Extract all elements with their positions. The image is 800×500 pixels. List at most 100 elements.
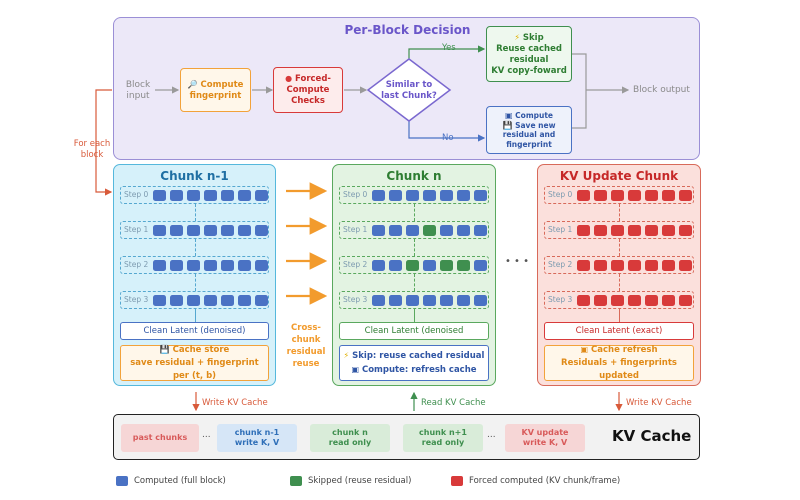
- block-square: [170, 225, 183, 236]
- block-square: [457, 190, 470, 201]
- save-icon: 💾: [502, 120, 513, 130]
- block-square: [389, 190, 402, 201]
- block-square: [628, 295, 641, 306]
- block-square: [238, 295, 251, 306]
- skip-compute-box: ⚡ Skip: reuse cached residual ▣ Compute:…: [339, 345, 489, 381]
- latent-connector: [619, 309, 620, 322]
- block-square: [440, 295, 453, 306]
- step-connector: [414, 274, 415, 291]
- block-square: [662, 190, 675, 201]
- block-square: [423, 295, 436, 306]
- clean-latent: Clean Latent (exact): [544, 322, 694, 340]
- block-square: [679, 295, 692, 306]
- block-square: [406, 190, 419, 201]
- block-square: [594, 190, 607, 201]
- step-label: Step 1: [548, 225, 573, 234]
- block-square: [423, 225, 436, 236]
- compute-icon: ▣: [351, 365, 359, 374]
- block-square: [645, 190, 658, 201]
- block-square: [662, 225, 675, 236]
- step-row: Step 1: [339, 221, 489, 239]
- legend-computed-swatch: [116, 476, 128, 486]
- step-label: Step 2: [124, 260, 149, 269]
- step-connector: [194, 274, 196, 291]
- block-square: [457, 260, 470, 271]
- step-row: Step 3: [120, 291, 269, 309]
- block-square: [577, 260, 590, 271]
- legend-skipped-swatch: [290, 476, 302, 486]
- block-square: [372, 295, 385, 306]
- block-square: [255, 225, 268, 236]
- step-label: Step 1: [124, 225, 149, 234]
- block-square: [406, 225, 419, 236]
- block-square: [389, 225, 402, 236]
- block-square: [406, 260, 419, 271]
- kv-dots: ...: [487, 430, 496, 440]
- block-square: [389, 260, 402, 271]
- block-square: [255, 295, 268, 306]
- block-square: [628, 260, 641, 271]
- block-square: [170, 190, 183, 201]
- chunk-n-panel: Chunk n Clean Latent (denoised ⚡ Skip: r…: [332, 164, 496, 386]
- block-square: [153, 190, 166, 201]
- block-square: [679, 225, 692, 236]
- kv-past-chunks: past chunks: [121, 424, 199, 452]
- step-connector: [414, 239, 415, 256]
- kv-cache-title: KV Cache: [612, 427, 692, 445]
- block-square: [204, 295, 217, 306]
- read-kv-cache-label: Read KV Cache: [421, 398, 486, 408]
- step-label: Step 0: [548, 190, 573, 199]
- step-row: Step 1: [120, 221, 269, 239]
- block-square: [221, 295, 234, 306]
- write-kv-cache-right-label: Write KV Cache: [626, 398, 692, 408]
- block-square: [204, 190, 217, 201]
- step-label: Step 1: [343, 225, 368, 234]
- legend-skipped-label: Skipped (reuse residual): [308, 476, 412, 486]
- block-square: [221, 190, 234, 201]
- cache-refresh-box: ▣ Cache refresh Residuals + fingerprints…: [544, 345, 694, 381]
- block-square: [679, 260, 692, 271]
- similar-decision-diamond: [366, 58, 452, 122]
- block-square: [628, 190, 641, 201]
- step-label: Step 2: [548, 260, 573, 269]
- red-dot-icon: ●: [285, 74, 293, 83]
- block-square: [238, 225, 251, 236]
- block-square: [221, 225, 234, 236]
- cache-store-box: 💾 Cache store save residual + fingerprin…: [120, 345, 269, 381]
- block-square: [204, 260, 217, 271]
- block-square: [238, 190, 251, 201]
- refresh-icon: ▣: [580, 345, 589, 354]
- block-square: [577, 190, 590, 201]
- block-square: [645, 260, 658, 271]
- write-kv-cache-left-label: Write KV Cache: [202, 398, 268, 408]
- step-connector: [414, 204, 415, 221]
- step-label: Step 0: [124, 190, 149, 199]
- lightning-icon: ⚡: [343, 351, 350, 360]
- block-square: [594, 225, 607, 236]
- block-square: [187, 295, 200, 306]
- block-square: [457, 295, 470, 306]
- block-square: [170, 260, 183, 271]
- block-square: [594, 260, 607, 271]
- block-square: [611, 295, 624, 306]
- block-square: [594, 295, 607, 306]
- chunk-title: Chunk n-1: [160, 169, 229, 183]
- step-row: Step 3: [544, 291, 694, 309]
- legend-forced-swatch: [451, 476, 463, 486]
- clean-latent: Clean Latent (denoised): [120, 322, 269, 340]
- block-square: [577, 295, 590, 306]
- step-label: Step 2: [343, 260, 368, 269]
- block-square: [238, 260, 251, 271]
- chunk-n-minus-1-panel: Chunk n-1 Clean Latent (denoised) 💾 Cach…: [113, 164, 276, 386]
- block-square: [170, 295, 183, 306]
- step-label: Step 3: [548, 295, 573, 304]
- step-label: Step 3: [124, 295, 149, 304]
